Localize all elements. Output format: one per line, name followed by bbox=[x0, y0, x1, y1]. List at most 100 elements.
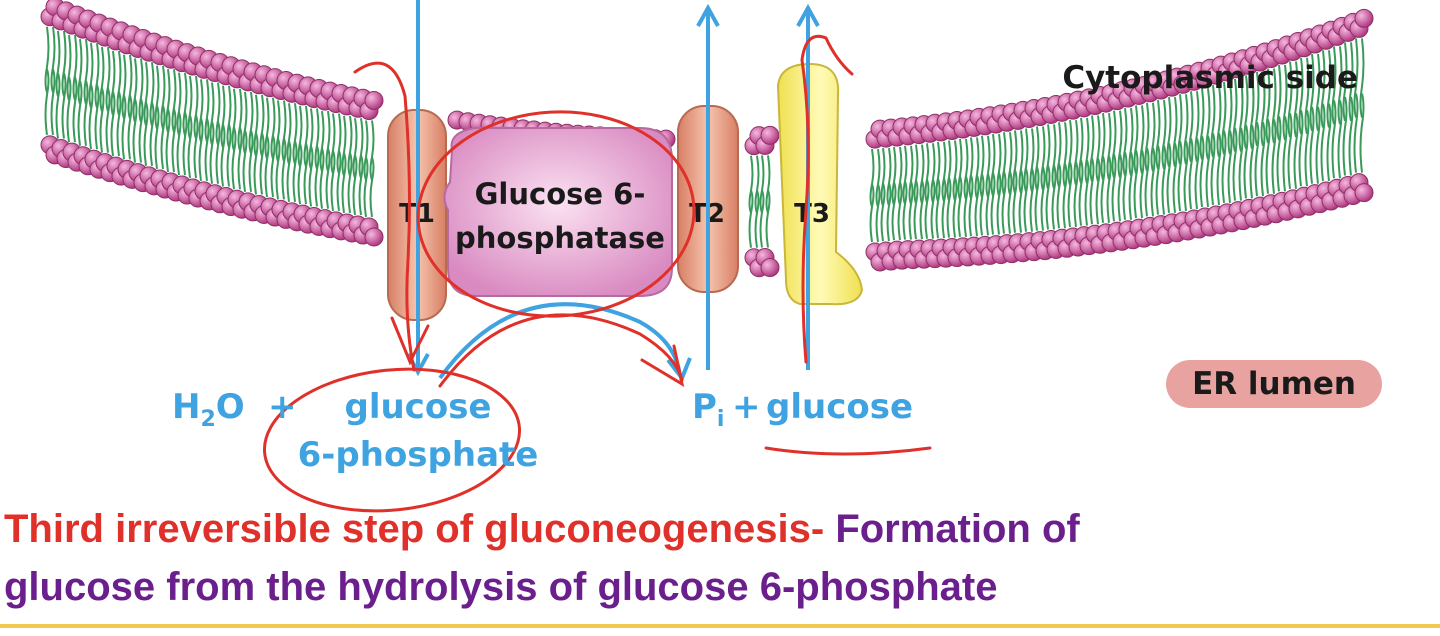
lipid-tail bbox=[924, 179, 930, 239]
lipid-tail bbox=[281, 138, 287, 200]
lipid-tail bbox=[1232, 127, 1238, 201]
er-lumen-label: ER lumen bbox=[1192, 366, 1356, 402]
lipid-tail bbox=[99, 46, 105, 112]
lipid-tail bbox=[968, 137, 974, 199]
lipid-tail bbox=[121, 95, 127, 160]
lipid-tail bbox=[1111, 110, 1117, 178]
lipid-tail bbox=[182, 112, 188, 176]
lipid-tail bbox=[759, 189, 765, 248]
lipid-tail bbox=[110, 50, 116, 116]
lipid-tail bbox=[1265, 119, 1271, 194]
lipid-tail bbox=[55, 72, 61, 139]
lipid-tail bbox=[297, 143, 303, 205]
lipid-tail bbox=[275, 138, 281, 200]
reactant-plus: + bbox=[268, 387, 297, 427]
lipid-tail bbox=[1067, 161, 1073, 228]
lipid-tail bbox=[72, 34, 78, 101]
lipid-tail bbox=[204, 79, 210, 142]
lipid-tail bbox=[1326, 103, 1332, 182]
lipid-tail bbox=[297, 105, 303, 167]
lipid-tail bbox=[264, 135, 270, 198]
lipid-tail bbox=[275, 100, 281, 162]
lipid-tail bbox=[198, 118, 204, 182]
g6p-circle-annotation bbox=[262, 367, 522, 513]
lipid-tail bbox=[1122, 107, 1128, 176]
lipid-tail bbox=[308, 145, 314, 207]
lipid-tail bbox=[50, 68, 56, 136]
lipid-tail bbox=[1177, 94, 1183, 165]
lipid-tail bbox=[83, 38, 89, 105]
lipid-tail bbox=[1287, 113, 1293, 189]
lipid-tail bbox=[869, 183, 875, 243]
t2-arrow-head bbox=[696, 3, 720, 27]
lipid-tail bbox=[880, 182, 886, 242]
lipid-tail bbox=[149, 102, 155, 166]
lipid-tail bbox=[924, 143, 930, 203]
lipid-tail bbox=[1029, 168, 1035, 232]
lipid-tail bbox=[94, 84, 100, 150]
lipid-tail bbox=[1106, 112, 1112, 180]
lipid-tail bbox=[319, 110, 325, 172]
lipid-tail bbox=[1271, 68, 1277, 144]
lipid-tail bbox=[1084, 159, 1090, 226]
lipid-tail bbox=[1089, 115, 1095, 182]
lipid-tail bbox=[1216, 133, 1222, 206]
lipid-tail bbox=[930, 179, 936, 239]
lipid-tail bbox=[110, 91, 116, 157]
lipid-tail bbox=[138, 58, 144, 123]
lipid-tail bbox=[1161, 145, 1167, 215]
lipid-tail bbox=[160, 105, 166, 170]
t3-label: T3 bbox=[794, 199, 830, 229]
lipid-tail bbox=[369, 120, 375, 181]
lipid-tail bbox=[72, 76, 78, 143]
lipid-tail bbox=[1260, 121, 1266, 197]
lipid-tail bbox=[1155, 99, 1161, 170]
lipid-tail bbox=[1205, 135, 1211, 208]
lipid-tail bbox=[1331, 100, 1337, 179]
lipid-tail bbox=[182, 72, 188, 136]
lipid-tail bbox=[330, 113, 336, 174]
lipid-tail bbox=[1056, 122, 1062, 188]
lipid-tail bbox=[754, 189, 760, 248]
lipid-tail bbox=[765, 189, 771, 248]
lipid-tail bbox=[77, 80, 83, 146]
lipid-tail bbox=[1199, 135, 1205, 208]
lipid-tail bbox=[1056, 163, 1062, 229]
lipid-tail bbox=[1227, 130, 1233, 203]
enzyme-label-line1: Glucose 6- bbox=[475, 177, 646, 211]
lipid-tail bbox=[286, 140, 292, 202]
lipid-tail bbox=[105, 88, 111, 153]
lipid-tail bbox=[358, 118, 364, 179]
lipid-tail bbox=[88, 84, 94, 150]
lipid-tail bbox=[171, 69, 177, 133]
lipid-tail bbox=[919, 180, 925, 240]
lipid-tail bbox=[1078, 159, 1084, 226]
lipid-tail bbox=[325, 110, 331, 172]
lipid-tail bbox=[363, 156, 369, 218]
membrane-bilayer bbox=[40, 0, 1374, 278]
lipid-tail bbox=[1122, 151, 1128, 220]
lipid-tail bbox=[985, 135, 991, 198]
lipid-head bbox=[1354, 183, 1374, 203]
lipid-tail bbox=[902, 180, 908, 240]
lipid-tail bbox=[1353, 93, 1359, 173]
lipid-tail bbox=[248, 91, 254, 154]
lipid-tail bbox=[171, 108, 177, 173]
lipid-tail bbox=[1304, 109, 1310, 187]
lipid-tail bbox=[308, 108, 314, 170]
lipid-tail bbox=[1045, 124, 1051, 189]
lipid-tail bbox=[1100, 112, 1106, 180]
lipid-tail bbox=[138, 98, 144, 163]
lipid-tail bbox=[292, 140, 298, 202]
lipid-tail bbox=[1293, 113, 1299, 189]
lipid-tail bbox=[220, 85, 226, 148]
lipid-tail bbox=[952, 140, 958, 201]
lipid-tail bbox=[242, 130, 248, 193]
lipid-tail bbox=[209, 121, 215, 184]
lipid-tail bbox=[231, 88, 237, 151]
lipid-tail bbox=[1205, 88, 1211, 160]
lipid-tail bbox=[1221, 81, 1227, 155]
lipid-tail bbox=[963, 138, 969, 200]
lipid-tail bbox=[1172, 97, 1178, 167]
lipid-tail bbox=[897, 181, 903, 241]
